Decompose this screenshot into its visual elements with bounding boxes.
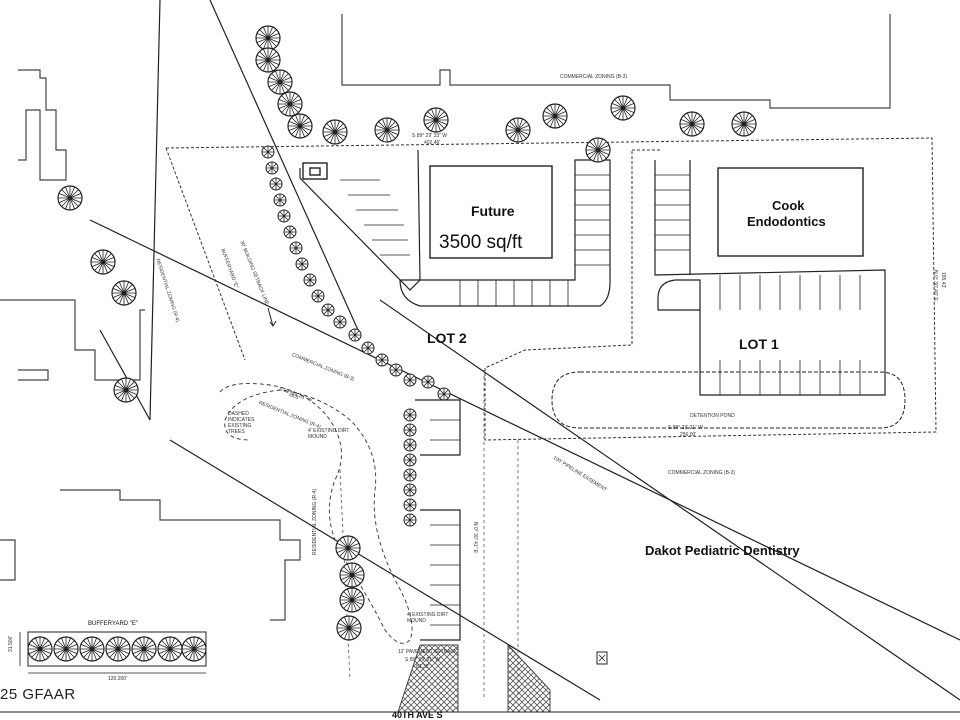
dimension-mid-length: 256.00'	[680, 432, 697, 438]
dimension-top: S 89° 29' 33" W	[412, 133, 448, 139]
existing-dirt-mound-2: 4' EXISTING DIRT MOUND	[407, 612, 449, 624]
dimension-right: N 0° 30' 49" E	[932, 270, 938, 302]
bufferyard-label: BUFFERYARD "E"	[88, 621, 139, 627]
site-buildings	[302, 162, 864, 259]
dumpster-enclosure	[302, 162, 328, 180]
future-area-label: 3500 sq/ft	[439, 232, 523, 253]
dimension-top-length: 402.46'	[424, 140, 441, 146]
commercial-zoning-right: COMMERCIAL ZONING (B-3)	[668, 470, 736, 476]
dimension-right-length: 165.43'	[940, 272, 946, 289]
hatched-areas	[397, 643, 551, 713]
commercial-zoning-top: COMMERCIAL ZONING (B-3)	[560, 74, 628, 80]
detention-pond	[551, 371, 906, 429]
street-label: 40TH AVE S	[392, 710, 443, 720]
neighbor-buildings	[0, 14, 891, 621]
cook-label-line2: Endodontics	[747, 214, 826, 229]
direction-arrow	[267, 307, 277, 327]
lot2-label: LOT 2	[427, 330, 467, 346]
future-building	[429, 165, 553, 259]
lot1-label: LOT 1	[739, 336, 779, 352]
legend-scale-vertical: 31.500'	[8, 635, 14, 652]
dakota-dentistry-label: Dakot Pediatric Dentistry	[645, 543, 800, 558]
pavement-setback: 12' PAVEMENT SETBACK	[398, 649, 458, 655]
property-lines	[89, 0, 960, 701]
cook-endodontics-building	[717, 167, 864, 257]
future-building-label: Future	[471, 203, 515, 219]
existing-dirt-mound-1: 4' EXISTING DIRT MOUND	[308, 428, 350, 440]
dimension-mid: S 89° 29' 31" W	[668, 425, 704, 431]
lot-boundaries	[165, 137, 937, 441]
bufferyard-legend	[19, 631, 207, 674]
dimension-bottom: S 89° 29' 31" W	[405, 657, 441, 663]
parking-areas	[299, 149, 886, 641]
cook-label-line1: Cook	[772, 198, 805, 213]
shrub-rows	[261, 145, 451, 527]
dimension-vertical: N 0° 30' 41" E	[472, 522, 478, 554]
detention-pond-label: DETENTION POND	[690, 413, 735, 419]
dirt-mound-outline	[219, 383, 413, 644]
residential-zoning-low: RESIDENTIAL ZONING (R-4)	[312, 488, 318, 555]
legend-scale-horizontal: 120.200'	[108, 676, 128, 682]
watermark: 25 GFAAR	[0, 686, 76, 703]
dimension-bottom-length: 81.32'	[416, 664, 430, 670]
dashed-trees-note: DASHED INDICATES EXISTING TREES	[228, 411, 255, 435]
